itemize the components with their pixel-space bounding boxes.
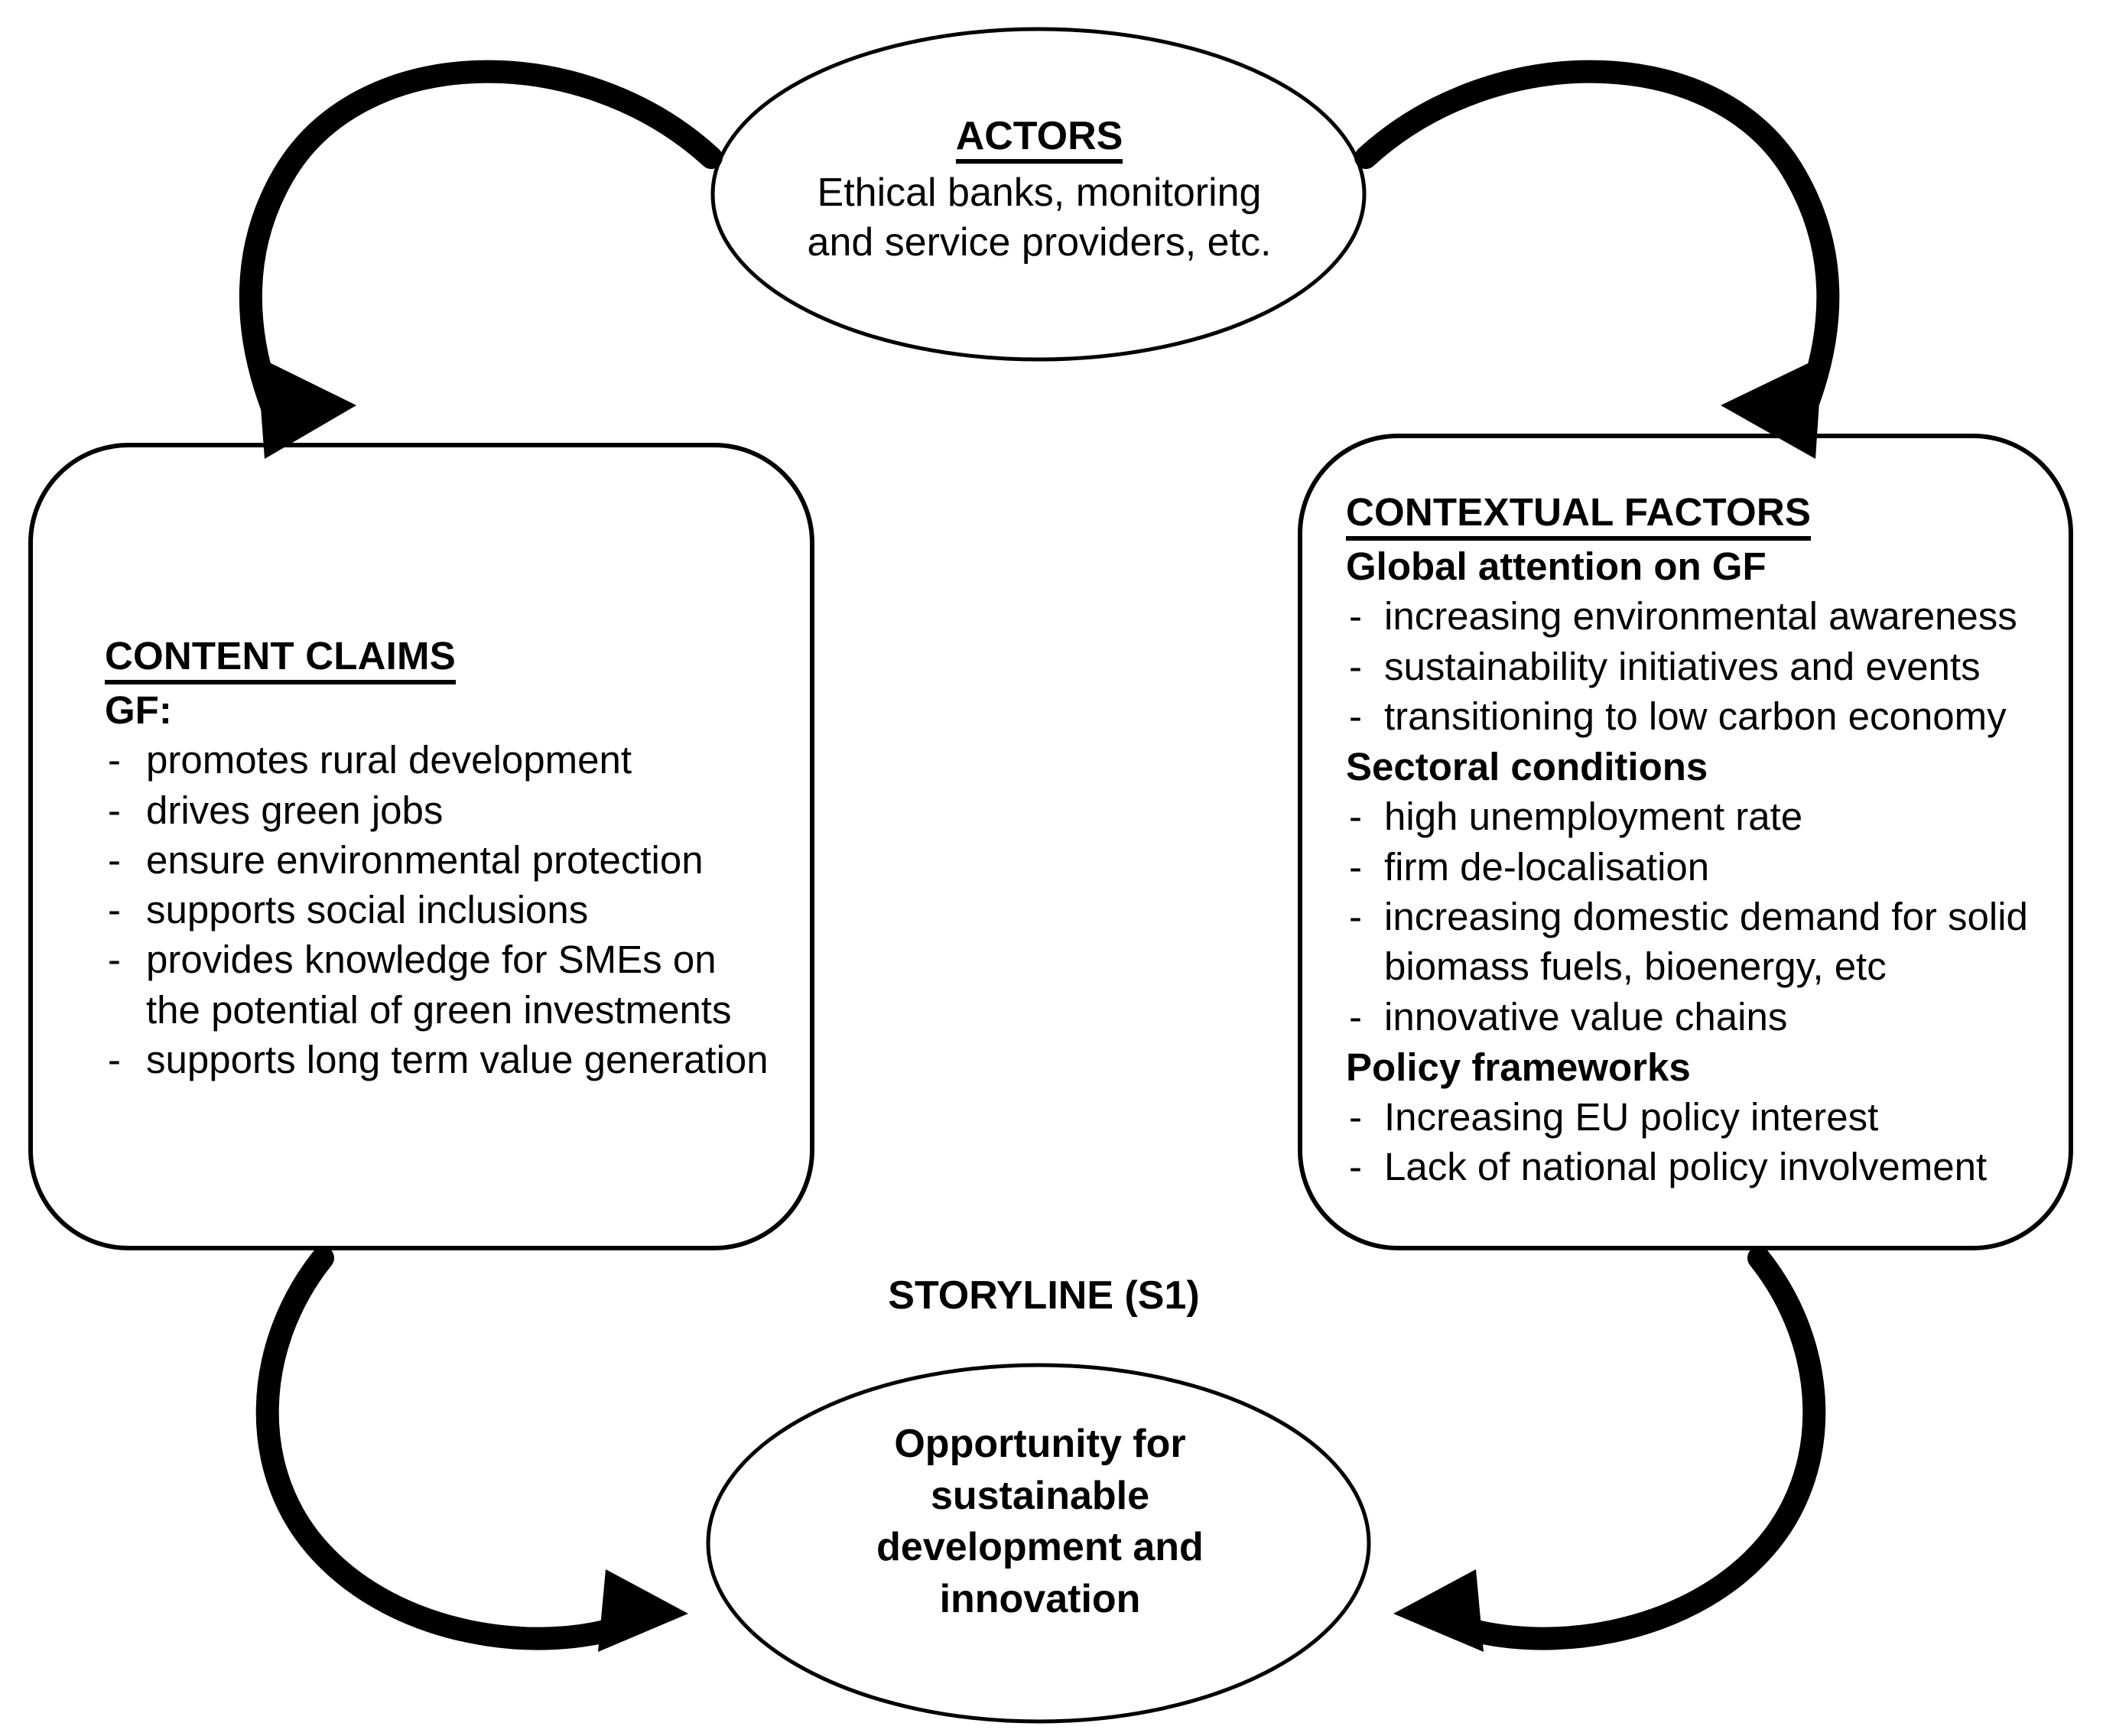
- bullet-dash: -: [1349, 895, 1362, 938]
- bullet-dash: -: [108, 1038, 121, 1082]
- list-item: - sustainability initiatives and events: [1346, 642, 2057, 691]
- arrow-content-claims-to-storyline: [255, 1247, 688, 1652]
- list-item: - supports long term value generation: [105, 1035, 778, 1084]
- group-label-global-attention: Global attention on GF: [1346, 545, 1767, 589]
- bullet-dash: -: [108, 888, 121, 932]
- list-item: - provides knowledge for SMEs on the pot…: [105, 935, 778, 1035]
- bullet-text: sustainability initiatives and events: [1384, 644, 1981, 688]
- outcome-line-4: innovation: [939, 1576, 1141, 1621]
- list-item: - Increasing EU policy interest: [1346, 1092, 2057, 1142]
- bullet-text: provides knowledge for SMEs on the poten…: [146, 938, 732, 1032]
- list-item: - drives green jobs: [105, 785, 778, 835]
- bullet-text: transitioning to low carbon economy: [1384, 694, 2007, 738]
- content-claims-box[interactable]: [28, 443, 814, 1250]
- list-item: - high unemployment rate: [1346, 792, 2057, 841]
- group-label-policy-frameworks: Policy frameworks: [1346, 1045, 1691, 1089]
- bullet-dash: -: [1349, 694, 1362, 738]
- bullet-text: supports social inclusions: [146, 888, 589, 932]
- bullet-dash: -: [1349, 1145, 1362, 1189]
- group-bullets-policy-frameworks: - Increasing EU policy interest - Lack o…: [1346, 1092, 2057, 1192]
- outcome-line-2: sustainable: [930, 1473, 1150, 1518]
- bullet-dash: -: [1349, 1095, 1362, 1139]
- arrow-actors-to-content-claims: [239, 60, 723, 459]
- contextual-factors-heading-wrap: CONTEXTUAL FACTORS: [1346, 489, 2057, 541]
- storyline-label: STORYLINE (S1): [888, 1273, 1200, 1318]
- actors-node-text: ACTORS Ethical banks, monitoring and ser…: [713, 114, 1366, 268]
- storyline-outcome-ellipse[interactable]: [706, 1363, 1371, 1724]
- contextual-factors-node-text: CONTEXTUAL FACTORS Global attention on G…: [1346, 489, 2057, 1192]
- contextual-factors-heading: CONTEXTUAL FACTORS: [1346, 489, 1812, 541]
- bullet-dash: -: [1349, 594, 1362, 639]
- bullet-text: Increasing EU policy interest: [1384, 1095, 1879, 1139]
- bullet-dash: -: [1349, 644, 1362, 688]
- list-item: - transitioning to low carbon economy: [1346, 691, 2057, 741]
- list-item: - increasing environmental awareness: [1346, 591, 2057, 641]
- arrow-contextual-factors-to-storyline: [1393, 1247, 1826, 1652]
- bullet-text: ensure environmental protection: [146, 837, 704, 882]
- bullet-text: promotes rural development: [146, 738, 632, 782]
- bullet-text: increasing environmental awareness: [1384, 594, 2017, 639]
- actors-line-1: Ethical banks, monitoring: [817, 171, 1262, 216]
- arrow-actors-to-contextual-factors: [1354, 60, 1840, 459]
- bullet-dash: -: [1349, 795, 1362, 839]
- content-claims-heading: CONTENT CLAIMS: [105, 633, 456, 685]
- bullet-dash: -: [108, 938, 121, 982]
- storyline-outcome-text: Opportunity for sustainable development …: [780, 1419, 1300, 1625]
- outcome-line-1: Opportunity for: [894, 1422, 1186, 1466]
- contextual-factors-box[interactable]: [1298, 434, 2073, 1250]
- list-item: - innovative value chains: [1346, 992, 2057, 1042]
- bullet-text: supports long term value generation: [146, 1038, 769, 1082]
- list-item: - ensure environmental protection: [105, 835, 778, 885]
- content-claims-heading-wrap: CONTENT CLAIMS: [105, 633, 778, 685]
- group-bullets-sectoral-conditions: - high unemployment rate - firm de-local…: [1346, 792, 2057, 1041]
- group-bullets-global-attention: - increasing environmental awareness - s…: [1346, 591, 2057, 741]
- bullet-text: increasing domestic demand for solid bio…: [1384, 895, 2028, 989]
- content-claims-node-text: CONTENT CLAIMS GF: - promotes rural deve…: [105, 633, 778, 1084]
- list-item: - firm de-localisation: [1346, 842, 2057, 892]
- outcome-line-3: development and: [876, 1525, 1204, 1570]
- bullet-dash: -: [108, 837, 121, 882]
- actors-ellipse[interactable]: [710, 27, 1367, 362]
- bullet-text: Lack of national policy involvement: [1384, 1145, 1988, 1189]
- bullet-dash: -: [108, 738, 121, 782]
- bullet-text: drives green jobs: [146, 788, 444, 832]
- list-item: - increasing domestic demand for solid b…: [1346, 892, 2057, 992]
- bullet-text: high unemployment rate: [1384, 795, 1803, 839]
- bullet-dash: -: [1349, 994, 1362, 1039]
- group-label-sectoral-conditions: Sectoral conditions: [1346, 745, 1708, 789]
- list-item: - promotes rural development: [105, 735, 778, 785]
- actors-line-2: and service providers, etc.: [807, 220, 1272, 265]
- content-claims-subject: GF:: [105, 688, 172, 733]
- actors-heading: ACTORS: [955, 114, 1123, 164]
- list-item: - supports social inclusions: [105, 885, 778, 935]
- bullet-dash: -: [108, 788, 121, 832]
- content-claims-bullet-list: - promotes rural development - drives gr…: [105, 735, 778, 1084]
- bullet-text: firm de-localisation: [1384, 844, 1710, 889]
- list-item: - Lack of national policy involvement: [1346, 1142, 2057, 1191]
- bullet-dash: -: [1349, 844, 1362, 889]
- bullet-text: innovative value chains: [1384, 994, 1788, 1039]
